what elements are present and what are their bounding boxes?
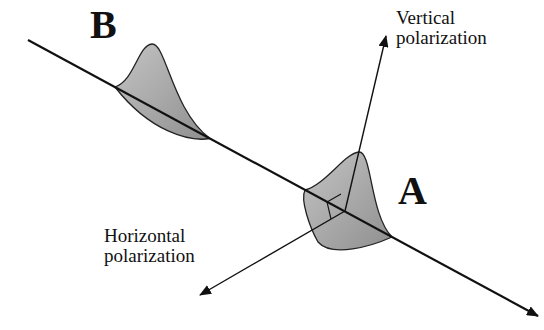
pulse-letter: A <box>398 170 427 212</box>
polarization-label: Horizontal polarization <box>104 226 209 266</box>
polarization-label: Vertical polarization <box>396 8 506 48</box>
propagation-axis <box>28 40 538 316</box>
horizontal-arrow <box>200 211 345 295</box>
vertical-arrow <box>345 36 386 211</box>
right-angle-mark <box>327 194 341 219</box>
pulse-b <box>115 44 210 139</box>
pulse-letter: B <box>90 4 117 46</box>
